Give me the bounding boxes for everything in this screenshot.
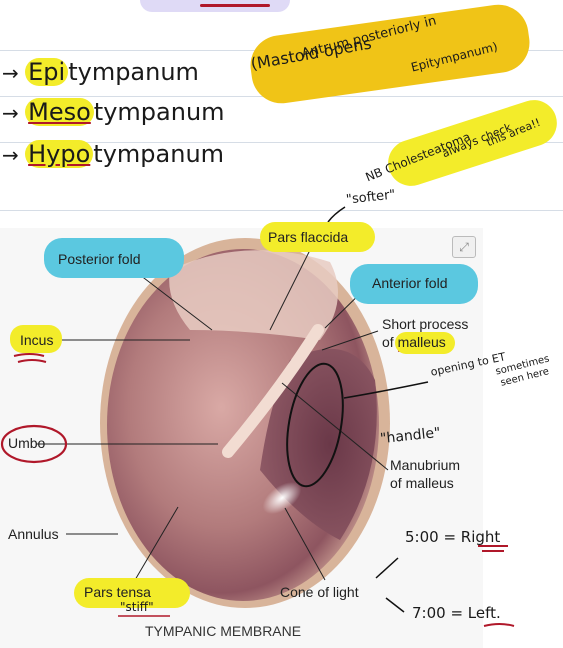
label-pars-tensa: Pars tensa — [84, 584, 151, 600]
left-underline — [484, 624, 514, 626]
pars-flaccida-area — [169, 250, 338, 340]
softer-arrow — [328, 207, 345, 222]
label-umbo: Umbo — [8, 435, 45, 451]
label-pars-flaccida: Pars flaccida — [268, 229, 348, 245]
label-manubrium-1: Manubrium — [390, 457, 460, 473]
diagram-title: TYMPANIC MEMBRANE — [145, 623, 301, 639]
label-anterior-fold: Anterior fold — [372, 275, 447, 291]
label-short-process-2: of malleus — [382, 334, 446, 350]
time-left-note: 7:00 = Left. — [412, 604, 501, 622]
label-cone-of-light: Cone of light — [280, 584, 359, 600]
label-incus: Incus — [20, 332, 53, 348]
time-right-arrow — [376, 558, 398, 578]
time-left-arrow — [386, 598, 404, 612]
label-manubrium-2: of malleus — [390, 475, 454, 491]
label-annulus: Annulus — [8, 526, 59, 542]
expand-icon[interactable]: ⤢ — [452, 236, 476, 258]
time-right-note: 5:00 = Right — [405, 528, 500, 546]
label-posterior-fold: Posterior fold — [58, 251, 140, 267]
stiff-note: "stiff" — [120, 600, 154, 614]
label-short-process-1: Short process — [382, 316, 468, 332]
right-underline — [478, 546, 508, 551]
incus-underline — [14, 354, 46, 362]
